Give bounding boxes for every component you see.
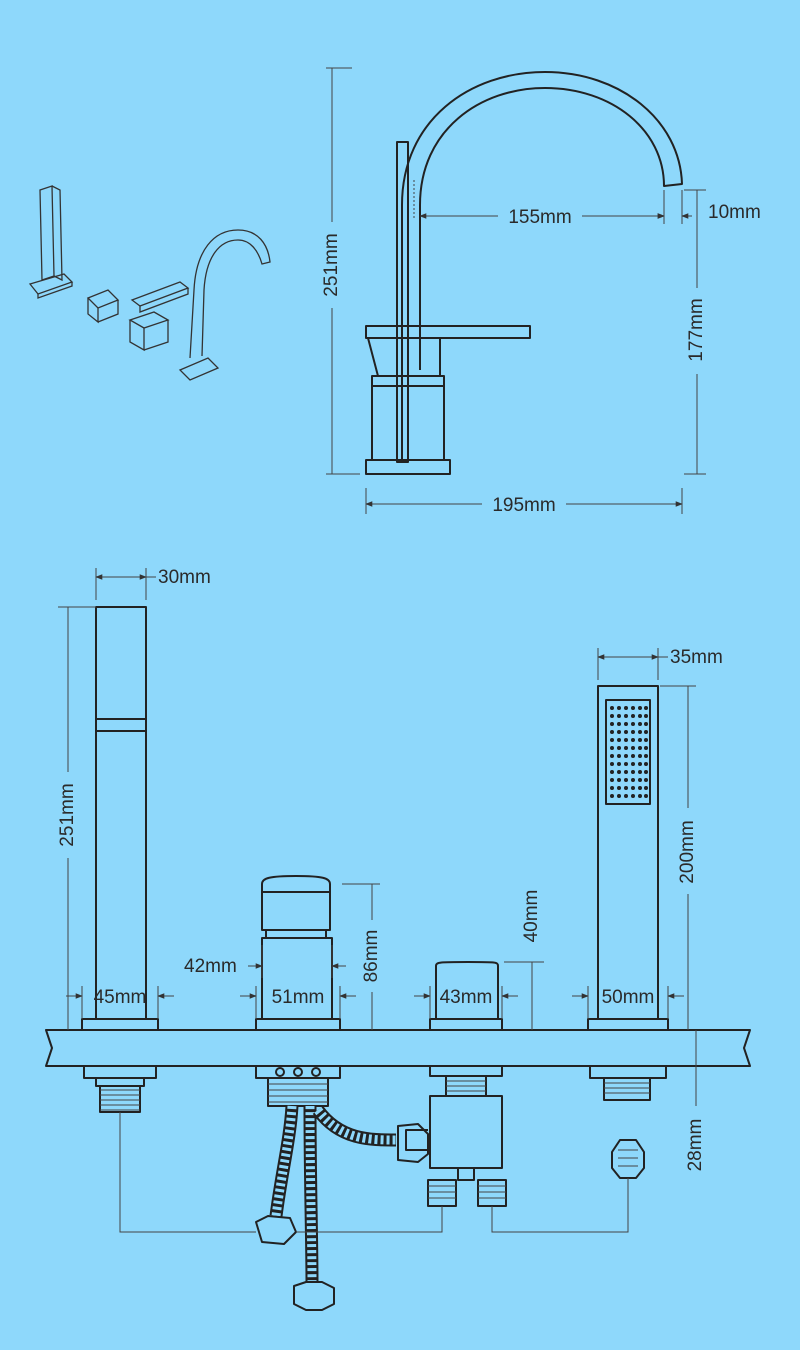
dim-valve-height: 86mm — [361, 930, 382, 983]
dim-base-3: 43mm — [440, 987, 493, 1008]
diverter-knob-front — [405, 961, 507, 1207]
braided-hoses — [255, 1105, 429, 1311]
dim-base-2: 51mm — [272, 987, 325, 1008]
dim-height-total: 251mm — [321, 233, 342, 296]
dim-knob-height: 40mm — [521, 890, 542, 943]
dim-shower-width: 35mm — [670, 647, 723, 668]
connection-lines — [119, 1112, 629, 1233]
preview-mixer — [128, 281, 190, 352]
dim-base-4: 50mm — [602, 987, 655, 1008]
product-preview — [28, 185, 271, 381]
dim-deck-thickness: 28mm — [685, 1119, 706, 1172]
dim-spout-clearance: 177mm — [686, 298, 707, 361]
dim-spout-reach: 155mm — [508, 207, 571, 228]
installation-elevation: 30mm 251mm 45mm — [45, 567, 751, 1311]
dim-base-width: 195mm — [492, 495, 555, 516]
dim-handle-height: 251mm — [57, 783, 78, 846]
hand-shower-front — [587, 685, 669, 1179]
preview-hand-shower — [28, 185, 74, 299]
dim-spout-tip: 10mm — [708, 202, 761, 223]
dim-shower-height: 200mm — [677, 820, 698, 883]
preview-knob — [86, 289, 120, 324]
spout-elevation: 251mm 155mm 10mm 177mm 195mm — [320, 67, 761, 517]
dim-base-1: 45mm — [94, 987, 147, 1008]
dim-valve-width: 42mm — [184, 956, 237, 977]
shower-nozzle-grid — [610, 706, 648, 798]
deck-slab — [45, 1029, 751, 1067]
dim-handle-width: 30mm — [158, 567, 211, 588]
preview-spout — [178, 229, 271, 381]
spout-front — [81, 606, 159, 1113]
mixer-valve-front — [255, 875, 341, 1107]
